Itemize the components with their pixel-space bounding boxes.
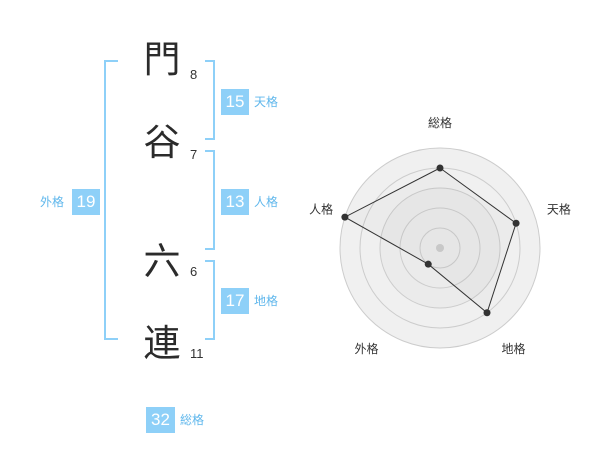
name-char-3: 六 (143, 240, 181, 283)
name-char-1: 門 (143, 38, 181, 81)
radar-axis-label-3: 地格 (501, 341, 525, 356)
radar-point-5 (341, 213, 349, 221)
radar-polygon (343, 167, 517, 314)
soukaku-label: 総格 (180, 413, 205, 427)
radar-point-2 (512, 219, 520, 227)
name-char-2: 谷 (143, 121, 181, 164)
tenkaku-badge: 15 (221, 89, 249, 115)
name-char-4: 連 (143, 322, 181, 365)
radar-axis-label-5: 人格 (309, 201, 333, 216)
radar-axis-label-4: 外格 (355, 341, 379, 356)
radar-point-4 (424, 260, 432, 268)
stroke-count-4: 11 (190, 346, 204, 361)
gaikaku-bracket (104, 60, 118, 340)
chikaku-badge: 17 (221, 288, 249, 314)
stroke-count-3: 6 (190, 264, 198, 279)
stroke-count-2: 7 (190, 147, 198, 162)
gaikaku-label: 外格 (40, 195, 65, 209)
chikaku-label: 地格 (254, 294, 279, 308)
radar-point-3 (483, 309, 491, 317)
chikaku-bracket (205, 260, 215, 340)
radar-axis-label-1: 総格 (428, 115, 452, 130)
soukaku-badge: 32 (146, 407, 175, 433)
tenkaku-bracket (205, 60, 215, 140)
tenkaku-label: 天格 (254, 95, 279, 109)
jinkaku-badge: 13 (221, 189, 249, 215)
radar-center-dot (436, 244, 444, 252)
gaikaku-badge: 19 (72, 189, 100, 215)
radar-point-1 (436, 164, 444, 172)
jinkaku-label: 人格 (254, 195, 279, 209)
jinkaku-bracket (205, 150, 215, 250)
radar-axis-label-2: 天格 (547, 201, 571, 216)
stroke-count-1: 8 (190, 67, 198, 82)
